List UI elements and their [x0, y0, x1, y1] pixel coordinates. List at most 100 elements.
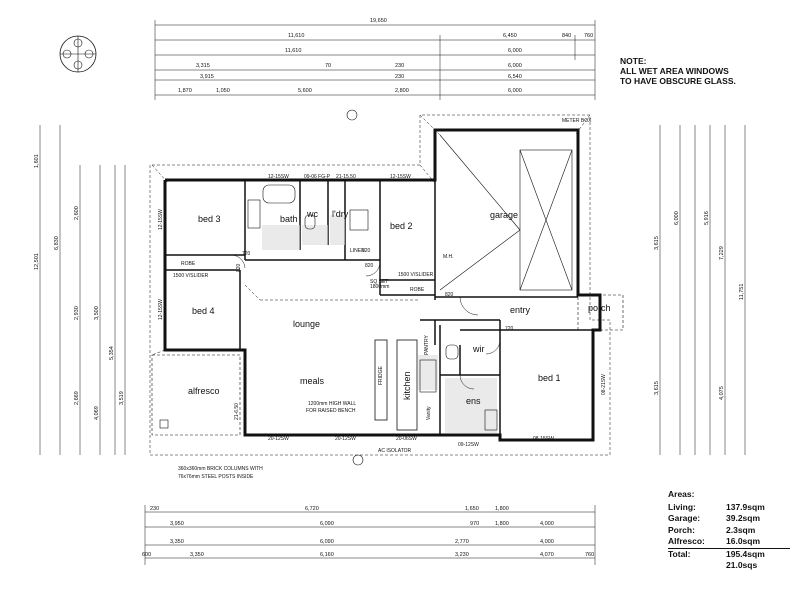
svg-text:230: 230: [395, 74, 404, 80]
right-dimension-lines: [659, 125, 746, 455]
svg-text:FOR RAISED BENCH: FOR RAISED BENCH: [306, 408, 356, 414]
svg-text:1,800: 1,800: [495, 506, 509, 512]
svg-text:7,229: 7,229: [719, 246, 725, 260]
svg-text:4,069: 4,069: [94, 406, 100, 420]
svg-text:12-15SW: 12-15SW: [268, 174, 289, 180]
svg-text:LINEN: LINEN: [350, 248, 365, 254]
svg-text:12-15SW: 12-15SW: [158, 209, 164, 230]
svg-text:6,000: 6,000: [508, 88, 522, 94]
room-bed3: bed 3: [198, 214, 221, 224]
svg-text:6,540: 6,540: [508, 74, 522, 80]
svg-text:820: 820: [362, 248, 371, 254]
compass-icon: [59, 35, 97, 73]
area-row-porch: Porch:2.3sqm: [668, 524, 756, 535]
svg-text:360x360mm BRICK COLUMNS WITH: 360x360mm BRICK COLUMNS WITH: [178, 466, 263, 472]
room-kitchen: kitchen: [402, 371, 412, 400]
svg-text:09-06 FG-P: 09-06 FG-P: [304, 174, 331, 180]
svg-text:6,450: 6,450: [503, 33, 517, 39]
areas-title: Areas:: [668, 489, 695, 499]
bottom-dimension-text: 230 6,720 1,650 1,800 3,950 6,090 970 1,…: [142, 506, 594, 558]
svg-text:720: 720: [505, 326, 514, 332]
svg-text:4,000: 4,000: [540, 521, 554, 527]
room-bed2: bed 2: [390, 221, 413, 231]
svg-text:3,519: 3,519: [119, 391, 125, 405]
svg-text:20-12SW: 20-12SW: [335, 436, 356, 442]
wall-type-tags: 12-15SW 09-06 FG-P 21-15.50 12-15SW 12-1…: [158, 174, 607, 448]
svg-text:970: 970: [470, 521, 479, 527]
room-garage: garage: [490, 210, 518, 220]
wet-area-note: NOTE: ALL WET AREA WINDOWS TO HAVE OBSCU…: [620, 56, 736, 86]
svg-text:2,669: 2,669: [74, 391, 80, 405]
top-dimension-text: 19,650 11,610 6,450 840 760 11,610 6,000…: [178, 18, 593, 94]
svg-text:1,601: 1,601: [34, 154, 40, 168]
svg-text:1500 V/SLIDER: 1500 V/SLIDER: [173, 273, 209, 279]
room-labels: bed 3 bath wc l'dry bed 2 garage bed 4 l…: [188, 209, 611, 406]
svg-text:70: 70: [325, 63, 331, 69]
svg-text:METER BOX: METER BOX: [562, 118, 592, 124]
section-markers: [346, 109, 364, 466]
svg-text:12,501: 12,501: [34, 253, 40, 270]
door-dimensions: 720 820 820 820 820 720 1800mm SQ SET: [236, 248, 514, 332]
area-row-alfresco: Alfresco:16.0sqm: [668, 536, 761, 546]
room-entry: entry: [510, 305, 531, 315]
svg-text:1,870: 1,870: [178, 88, 192, 94]
svg-text:840: 840: [562, 33, 571, 39]
svg-text:1200mm HIGH WALL: 1200mm HIGH WALL: [308, 401, 356, 407]
svg-text:20-06SW: 20-06SW: [396, 436, 417, 442]
left-dimension-lines: [39, 125, 126, 455]
room-ens: ens: [466, 396, 481, 406]
svg-text:3,950: 3,950: [170, 521, 184, 527]
svg-text:6,000: 6,000: [508, 48, 522, 54]
alfresco-area: [151, 354, 241, 436]
room-bed1: bed 1: [538, 373, 561, 383]
svg-text:AC ISOLATOR: AC ISOLATOR: [378, 448, 412, 454]
svg-text:1,650: 1,650: [465, 506, 479, 512]
svg-text:2,800: 2,800: [395, 88, 409, 94]
svg-text:08-21SW: 08-21SW: [601, 374, 607, 395]
svg-text:3,350: 3,350: [170, 539, 184, 545]
bottom-dimension-lines: [144, 505, 596, 565]
svg-text:230: 230: [395, 63, 404, 69]
svg-text:3,230: 3,230: [455, 552, 469, 558]
svg-text:21-6.50: 21-6.50: [234, 403, 240, 420]
svg-text:1,050: 1,050: [216, 88, 230, 94]
right-dimension-text: 3,615 6,000 5,916 7,229 11,751 3,615 4,0…: [654, 211, 745, 400]
room-meals: meals: [300, 376, 325, 386]
porch-area: [577, 294, 624, 331]
top-dimension-lines: [154, 20, 596, 100]
svg-text:230: 230: [150, 506, 159, 512]
room-lounge: lounge: [293, 319, 320, 329]
svg-text:09-12SW: 09-12SW: [458, 442, 479, 448]
door-swings: [231, 254, 501, 390]
svg-text:11,610: 11,610: [285, 48, 301, 54]
svg-text:5,354: 5,354: [109, 346, 115, 360]
svg-text:6,000: 6,000: [508, 63, 522, 69]
area-row-total: Total:195.4sqm 21.0sqs: [668, 547, 790, 572]
svg-text:3,315: 3,315: [196, 63, 210, 69]
svg-text:820: 820: [236, 263, 242, 272]
svg-text:5,600: 5,600: [298, 88, 312, 94]
svg-text:1800mm: 1800mm: [370, 284, 389, 290]
svg-text:6,160: 6,160: [320, 552, 334, 558]
garage-car-outline: [439, 134, 573, 291]
svg-text:820: 820: [365, 263, 374, 269]
left-dimension-text: 1,601 12,501 6,830 2,600 2,930 2,669 4,0…: [34, 154, 125, 420]
room-bed4: bed 4: [192, 306, 215, 316]
room-wc: wc: [306, 209, 318, 219]
svg-text:2,600: 2,600: [74, 206, 80, 220]
svg-text:4,070: 4,070: [540, 552, 554, 558]
svg-text:76x76mm STEEL POSTS INSIDE: 76x76mm STEEL POSTS INSIDE: [178, 474, 254, 480]
svg-text:PANTRY: PANTRY: [424, 335, 430, 355]
svg-text:6,090: 6,090: [320, 521, 334, 527]
svg-text:6,830: 6,830: [54, 236, 60, 250]
svg-text:600: 600: [142, 552, 151, 558]
room-wir: wir: [472, 344, 485, 354]
bath-fixtures: [247, 184, 498, 431]
kitchen-bench: [374, 339, 418, 431]
svg-text:4,000: 4,000: [540, 539, 554, 545]
room-porch: porch: [588, 303, 611, 313]
svg-text:3,615: 3,615: [654, 236, 660, 250]
svg-text:Vanity: Vanity: [426, 406, 432, 420]
svg-text:2,770: 2,770: [455, 539, 469, 545]
